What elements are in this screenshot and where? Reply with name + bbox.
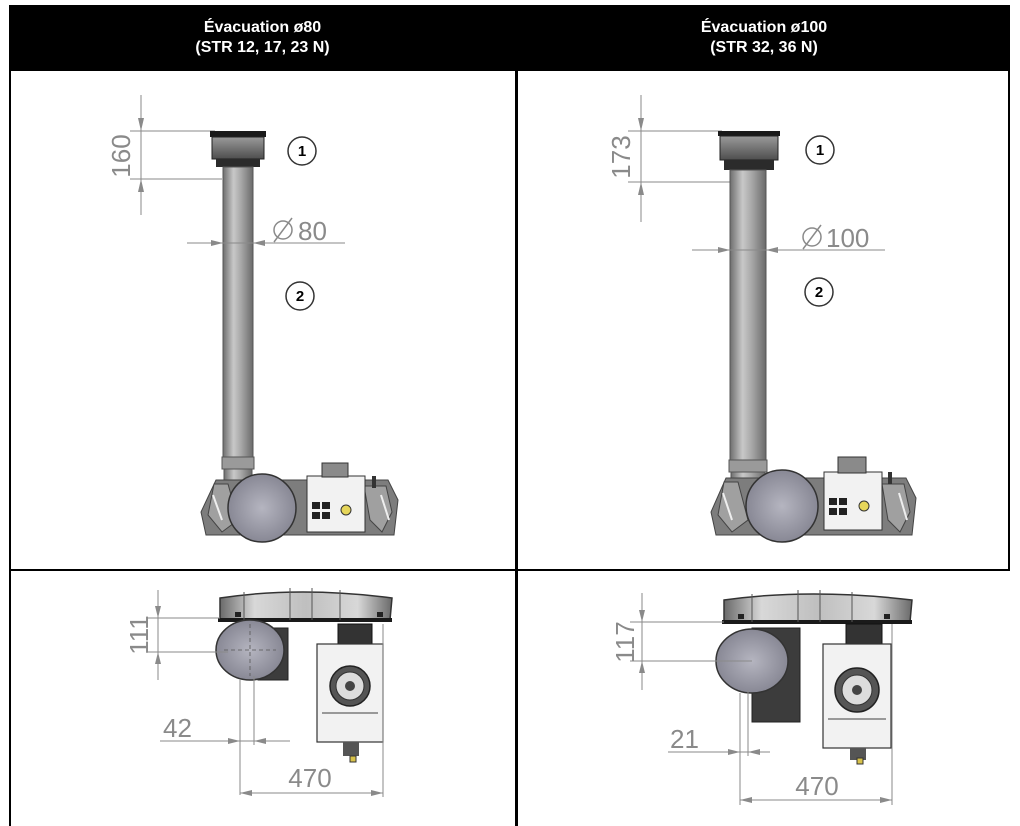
header-left: Évacuation ø80 (STR 12, 17, 23 N) (10, 5, 515, 71)
diameter-label: 80 (298, 216, 327, 246)
diameter-symbol-icon (802, 224, 822, 250)
dimension-vertical-label: 111 (124, 615, 154, 655)
diameter-symbol-icon (273, 217, 293, 243)
table-divider-horizontal (9, 569, 1010, 571)
top-view-100: 117 21 470 (610, 590, 913, 805)
callout-2-icon (285, 281, 315, 311)
header-right-title: Évacuation ø100 (700, 19, 828, 36)
callout-1-label: 1 (298, 143, 306, 160)
callout-2-label: 2 (815, 284, 823, 301)
dimension-height-label: 173 (606, 135, 636, 178)
callout-1-icon (287, 136, 317, 166)
dimension-offset-label: 42 (163, 713, 192, 743)
dimension-width-label: 470 (795, 771, 838, 801)
table-divider-vertical (515, 5, 518, 826)
callout-1-icon (805, 135, 835, 165)
callout-2-label: 2 (296, 288, 304, 305)
flue-assembly-80: 160 80 1 (106, 95, 399, 543)
flue-assembly-100: 173 100 1 2 (606, 95, 917, 543)
callout-1-label: 1 (816, 142, 824, 159)
table-border-right (1008, 5, 1010, 571)
dimension-vertical-label: 117 (610, 621, 640, 662)
header-left-subtitle: (STR 12, 17, 23 N) (195, 39, 330, 56)
header-left-title: Évacuation ø80 (203, 19, 322, 36)
header-right: Évacuation ø100 (STR 32, 36 N) (518, 5, 1010, 71)
dimension-width-label: 470 (288, 763, 331, 793)
diameter-label: 100 (826, 223, 869, 253)
top-view-80: 111 42 470 (124, 588, 393, 797)
dimension-offset-label: 21 (670, 724, 699, 754)
table-border-left (9, 5, 11, 826)
dimension-height-label: 160 (106, 134, 136, 177)
callout-2-icon (804, 277, 834, 307)
header-right-subtitle: (STR 32, 36 N) (710, 39, 818, 56)
